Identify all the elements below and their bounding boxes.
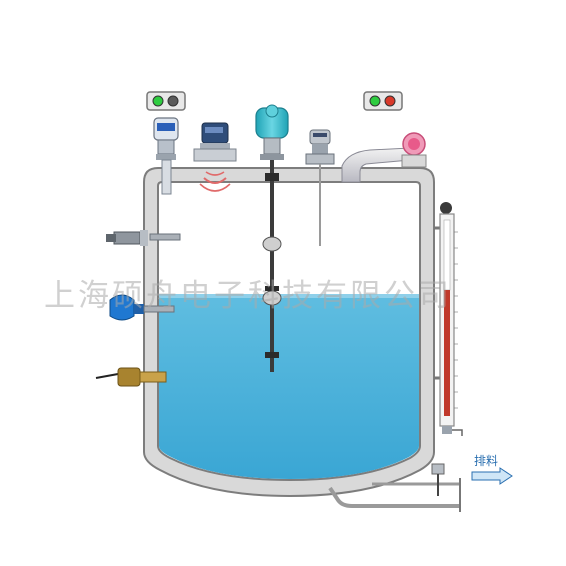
magnetic-sight-glass — [434, 202, 463, 436]
inlet-pipe-with-alarm — [341, 132, 427, 183]
temperature-probe — [431, 463, 445, 496]
magnetostrictive-level-transmitter — [255, 104, 289, 372]
sight-glass-ticks — [454, 231, 458, 409]
green-light-icon — [369, 95, 381, 107]
radar-level-sensor — [193, 122, 237, 192]
capacitive-probe — [95, 367, 167, 387]
red-light-icon — [384, 95, 396, 107]
discharge-arrow-icon — [471, 467, 513, 485]
liquid — [159, 294, 419, 479]
status-light-panel-left — [146, 91, 186, 111]
float-level-switch — [109, 294, 175, 321]
status-light-panel-right — [363, 91, 403, 111]
green-light-icon — [152, 95, 164, 107]
dark-light-icon — [167, 95, 179, 107]
drain-pipe — [328, 478, 461, 512]
ultrasonic-level-sensor — [153, 117, 179, 195]
discharge-label: 排料 — [474, 454, 499, 468]
guided-wave-radar — [305, 129, 335, 246]
tuning-fork-switch — [106, 230, 181, 246]
